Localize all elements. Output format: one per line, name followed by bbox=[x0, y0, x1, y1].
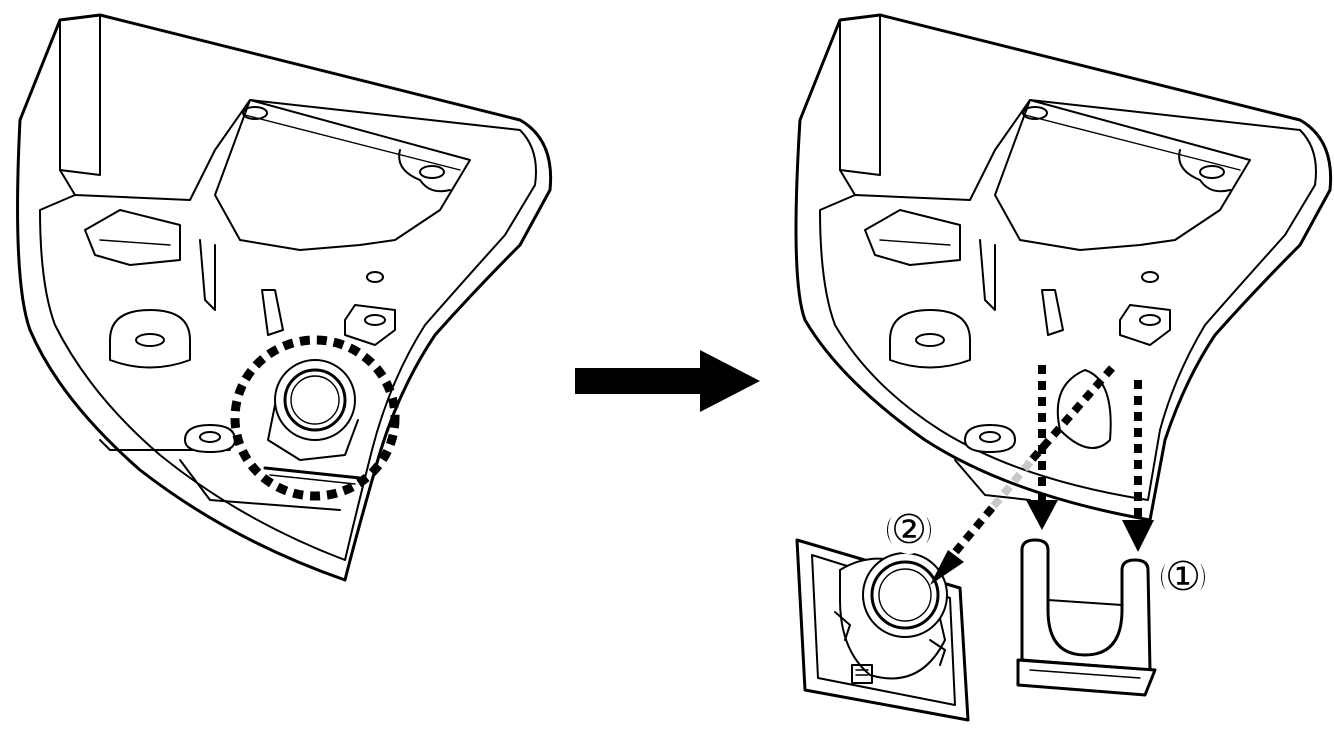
bracket-before bbox=[16, 13, 553, 582]
right-arrow-icon bbox=[575, 350, 760, 412]
bottom-cover bbox=[1016, 538, 1157, 697]
bracket-after bbox=[794, 13, 1333, 522]
camera-unit bbox=[795, 538, 970, 722]
down-arrow-icon bbox=[1026, 365, 1154, 552]
step-marker-1-label: ① bbox=[1162, 553, 1204, 601]
step-marker-2-label: ② bbox=[888, 506, 930, 554]
diagonal-arrow-icon bbox=[930, 365, 1116, 585]
highlight-circle bbox=[230, 335, 400, 501]
